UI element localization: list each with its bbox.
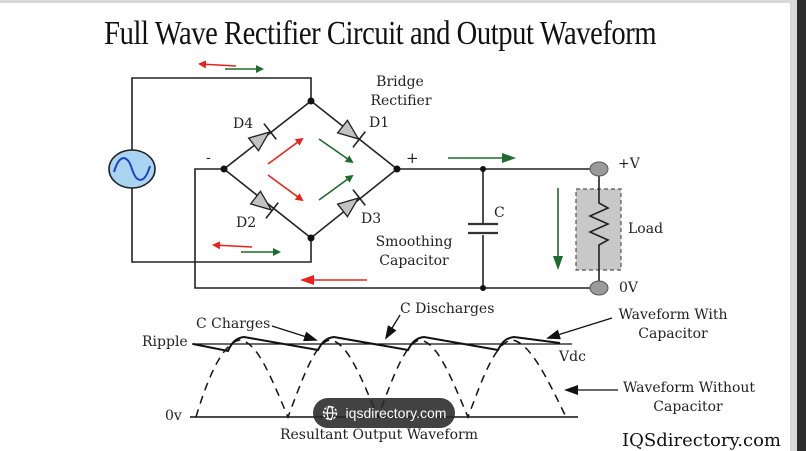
ground-terminal-label: 0V xyxy=(619,280,639,296)
diode-label-d3: D3 xyxy=(361,211,381,227)
current-flow-arrows xyxy=(198,60,563,285)
diode-label-d1: D1 xyxy=(369,115,389,131)
globe-icon xyxy=(322,405,337,421)
ac-source-icon xyxy=(108,149,156,189)
source-link-text: iqsdirectory.com xyxy=(345,405,447,421)
with-capacitor-arrow-icon xyxy=(546,317,613,340)
junction-left xyxy=(220,165,228,173)
arrow-bottom-reverse-icon xyxy=(212,241,253,250)
ripple-label: Ripple xyxy=(142,334,188,350)
diode-d4-icon xyxy=(247,123,277,152)
wire-top xyxy=(131,77,312,150)
waveform-annotations xyxy=(271,314,618,395)
diode-d1-icon xyxy=(336,119,366,148)
scrollbar[interactable] xyxy=(797,0,806,451)
zero-volt-label: 0v xyxy=(165,408,182,424)
circuit-wires xyxy=(131,77,600,289)
bridge-label-2: Rectifier xyxy=(370,93,431,109)
c-charges-arrow-icon xyxy=(271,325,318,342)
plus-label: + xyxy=(406,149,419,167)
capacitor-label: C xyxy=(494,205,505,221)
wire-negative-return xyxy=(194,168,600,289)
bridge-label-1: Bridge xyxy=(376,74,424,90)
diode-label-d2: D2 xyxy=(236,215,256,231)
c-discharges-arrow-icon xyxy=(384,314,401,340)
diagram-image: Full Wave Rectifier Circuit and Output W… xyxy=(0,3,790,451)
wire-bottom xyxy=(131,188,312,263)
positive-terminal-label: +V xyxy=(618,156,641,172)
c-charges-label: C Charges xyxy=(196,316,270,332)
load-label: Load xyxy=(628,221,663,237)
terminal-positive-icon xyxy=(589,161,609,177)
diode-d3-icon xyxy=(336,189,366,218)
arrow-bridge-green-up-icon xyxy=(318,174,354,201)
c-discharges-label: C Discharges xyxy=(400,301,494,317)
arrow-bridge-green-down-icon xyxy=(318,138,354,164)
with-capacitor-label-1: Waveform With xyxy=(618,307,727,323)
source-link-chip[interactable]: iqsdirectory.com xyxy=(313,398,455,428)
waveform-with-capacitor xyxy=(192,335,561,353)
junction-cap-top xyxy=(480,166,486,172)
with-capacitor-label-2: Capacitor xyxy=(638,326,708,342)
without-capacitor-label-2: Capacitor xyxy=(653,399,723,415)
load-resistor-icon xyxy=(575,161,622,296)
watermark: IQSdirectory.com xyxy=(622,430,781,451)
terminal-ground-icon xyxy=(589,280,609,296)
waveform-caption: Resultant Output Waveform xyxy=(280,427,478,443)
arrow-bridge-red-up-icon xyxy=(267,137,304,165)
junction-dots xyxy=(220,97,486,291)
diode-label-d4: D4 xyxy=(233,116,253,132)
junction-top xyxy=(307,97,315,105)
vdc-label: Vdc xyxy=(558,349,586,365)
smoothing-label-2: Capacitor xyxy=(379,253,449,269)
smoothing-label-1: Smoothing xyxy=(376,234,453,250)
junction-right xyxy=(393,165,401,173)
minus-label: - xyxy=(206,150,211,166)
diode-d2-icon xyxy=(249,190,279,219)
rectifier-diagram: Bridge Rectifier D1 D2 D3 D4 - + C Smoot… xyxy=(108,60,755,443)
without-capacitor-label-1: Waveform Without xyxy=(623,380,755,396)
arrow-top-reverse-icon xyxy=(198,60,237,69)
junction-cap-bottom xyxy=(480,285,486,291)
junction-bottom xyxy=(307,234,315,242)
arrow-bridge-red-down-icon xyxy=(267,174,304,202)
capacitor-icon xyxy=(468,222,498,235)
diagram-title: Full Wave Rectifier Circuit and Output W… xyxy=(104,15,657,52)
